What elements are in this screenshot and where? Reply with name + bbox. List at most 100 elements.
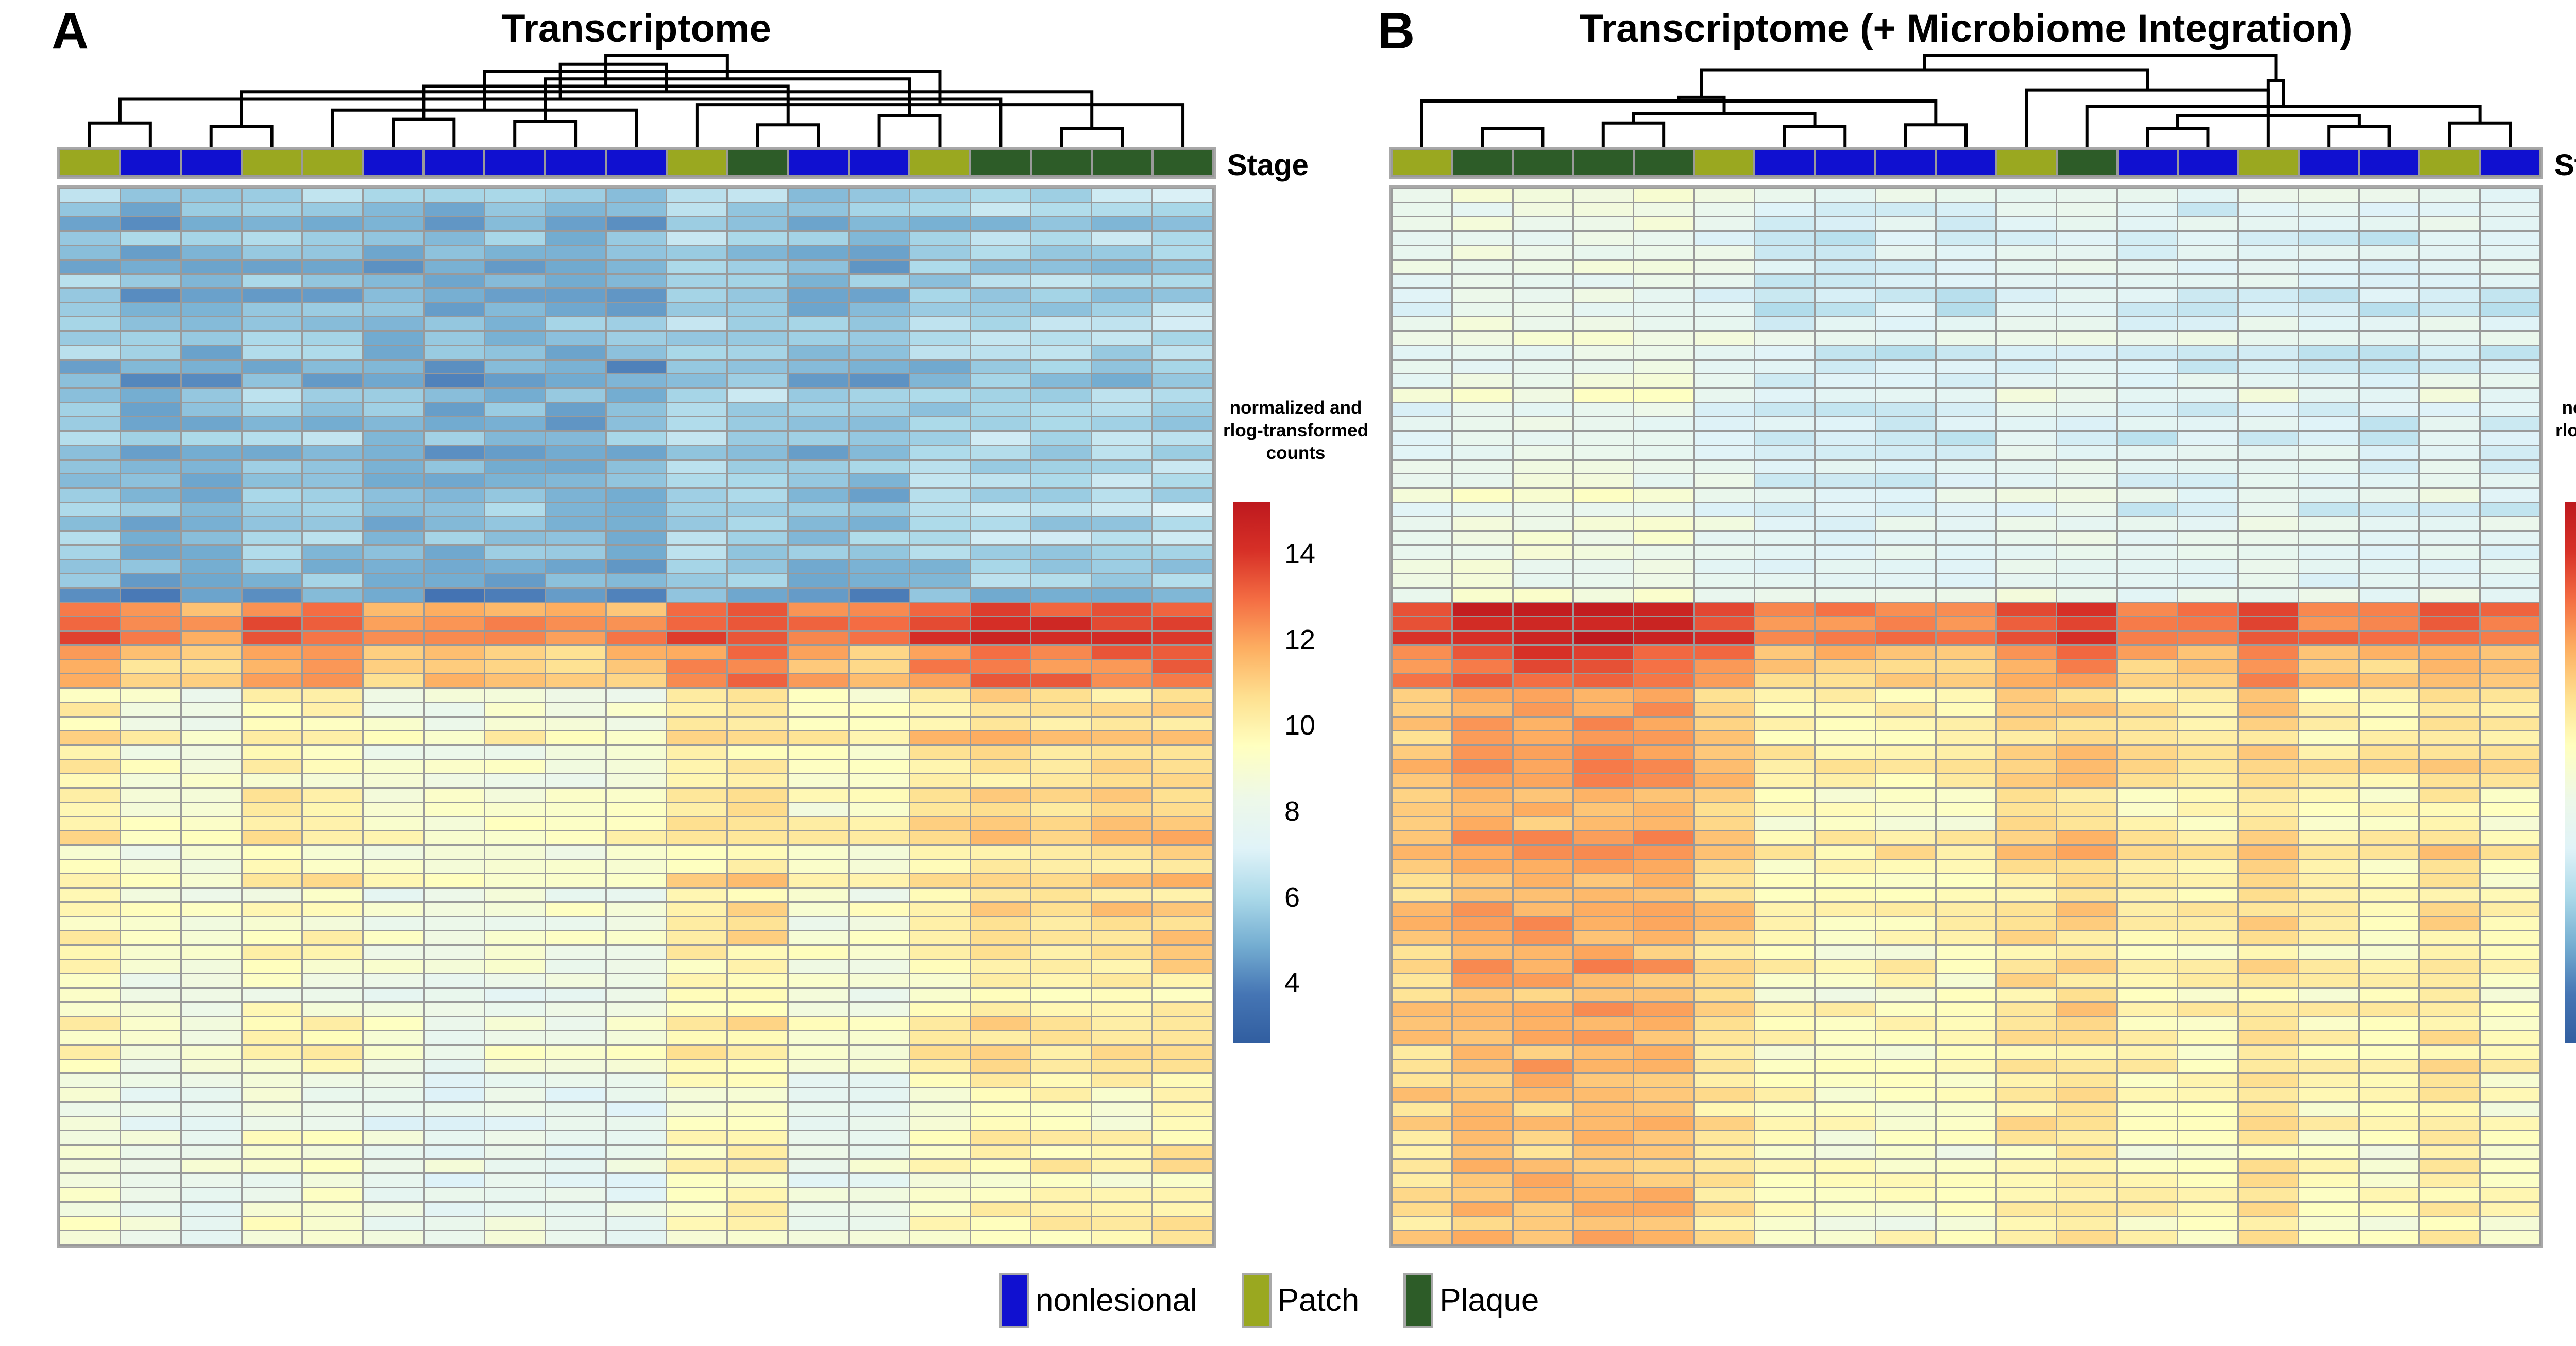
heatmap-cell <box>2420 1231 2479 1244</box>
heatmap-cell <box>1936 674 1996 688</box>
heatmap-cell <box>728 717 788 730</box>
heatmap-cell <box>728 917 788 930</box>
heatmap-cell <box>728 817 788 830</box>
heatmap-cell <box>1876 902 1935 916</box>
heatmap-cell <box>1936 945 1996 959</box>
heatmap-cell <box>1634 589 1693 602</box>
heatmap-cell <box>425 1045 484 1059</box>
panel-a: A Transcriptome Stage normalized and rlo… <box>52 5 1368 1248</box>
heatmap-cell <box>1876 760 1935 773</box>
heatmap-cell <box>1573 546 1633 559</box>
heatmap-cell <box>2117 689 2177 702</box>
heatmap-cell <box>1453 246 1512 259</box>
heatmap-cell <box>242 632 302 644</box>
heatmap-cell <box>1453 1188 1512 1201</box>
heatmap-cell <box>425 689 484 702</box>
heatmap-cell <box>2420 374 2479 388</box>
heatmap-cell <box>1816 1060 1875 1073</box>
heatmap-cell <box>2239 617 2298 631</box>
heatmap-cell <box>1694 403 1754 416</box>
heatmap-cell <box>121 317 180 331</box>
heatmap-cell <box>1453 689 1512 702</box>
heatmap-cell <box>121 902 180 916</box>
heatmap-cell <box>2239 189 2298 202</box>
heatmap-cell <box>1393 346 1452 359</box>
heatmap-cell <box>1816 275 1875 287</box>
heatmap-cell <box>606 189 666 202</box>
heatmap-cell <box>1092 817 1152 830</box>
heatmap-cell <box>789 1117 848 1130</box>
heatmap-cell <box>60 532 120 544</box>
heatmap-cell <box>1573 1045 1633 1059</box>
heatmap-cell <box>1393 902 1452 916</box>
panel-b-colorbar-title: normalized and rlog-transformed counts <box>2555 398 2576 440</box>
heatmap-cell <box>1453 217 1512 231</box>
heatmap-cell <box>303 703 363 716</box>
stage-cell-nonlesional <box>2360 150 2419 175</box>
heatmap-cell <box>2057 260 2116 274</box>
heatmap-cell <box>181 1217 241 1230</box>
heatmap-cell <box>849 275 909 287</box>
heatmap-cell <box>181 945 241 959</box>
heatmap-cell <box>667 474 727 488</box>
heatmap-cell <box>667 517 727 531</box>
heatmap-cell <box>2480 303 2539 316</box>
heatmap-cell <box>2178 603 2238 616</box>
heatmap-cell <box>546 374 605 388</box>
heatmap-cell <box>1997 1131 2056 1144</box>
heatmap-cell <box>789 489 848 502</box>
heatmap-cell <box>1092 1174 1152 1187</box>
heatmap-cell <box>1755 432 1815 445</box>
heatmap-cell <box>2360 360 2419 373</box>
heatmap-cell <box>1694 446 1754 459</box>
heatmap-cell <box>1997 745 2056 759</box>
heatmap-cell <box>789 1174 848 1187</box>
heatmap-cell <box>1634 460 1693 473</box>
heatmap-cell <box>1513 517 1572 531</box>
heatmap-cell <box>667 660 727 673</box>
heatmap-cell <box>485 1174 545 1187</box>
heatmap-cell <box>485 232 545 245</box>
heatmap-cell <box>1573 403 1633 416</box>
heatmap-cell <box>364 1160 423 1173</box>
heatmap-cell <box>1876 1117 1935 1130</box>
heatmap-cell <box>1153 332 1212 345</box>
heatmap-cell <box>546 275 605 287</box>
heatmap-cell <box>849 645 909 659</box>
heatmap-cell <box>60 703 120 716</box>
heatmap-cell <box>2239 831 2298 844</box>
heatmap-cell <box>606 1002 666 1016</box>
heatmap-cell <box>2480 674 2539 688</box>
heatmap-cell <box>60 1160 120 1173</box>
heatmap-cell <box>2239 960 2298 973</box>
heatmap-cell <box>849 503 909 516</box>
heatmap-cell <box>667 703 727 716</box>
heatmap-cell <box>1031 1131 1091 1144</box>
heatmap-cell <box>1573 817 1633 830</box>
heatmap-cell <box>2480 546 2539 559</box>
heatmap-cell <box>485 432 545 445</box>
heatmap-cell <box>546 760 605 773</box>
heatmap-cell <box>1573 1102 1633 1116</box>
heatmap-cell <box>2178 332 2238 345</box>
heatmap-cell <box>1694 360 1754 373</box>
heatmap-cell <box>1573 789 1633 802</box>
heatmap-cell <box>1755 1202 1815 1216</box>
heatmap-cell <box>121 831 180 844</box>
heatmap-cell <box>364 503 423 516</box>
heatmap-cell <box>1453 1031 1512 1044</box>
heatmap-cell <box>667 774 727 788</box>
heatmap-cell <box>667 203 727 216</box>
heatmap-cell <box>121 803 180 816</box>
heatmap-cell <box>121 1102 180 1116</box>
heatmap-cell <box>1634 831 1693 844</box>
heatmap-cell <box>2117 1231 2177 1244</box>
heatmap-cell <box>1031 674 1091 688</box>
heatmap-cell <box>1092 960 1152 973</box>
heatmap-cell <box>181 446 241 459</box>
heatmap-cell <box>910 645 970 659</box>
heatmap-cell <box>2480 289 2539 302</box>
heatmap-cell <box>425 1102 484 1116</box>
heatmap-cell <box>789 532 848 544</box>
heatmap-cell <box>1997 346 2056 359</box>
